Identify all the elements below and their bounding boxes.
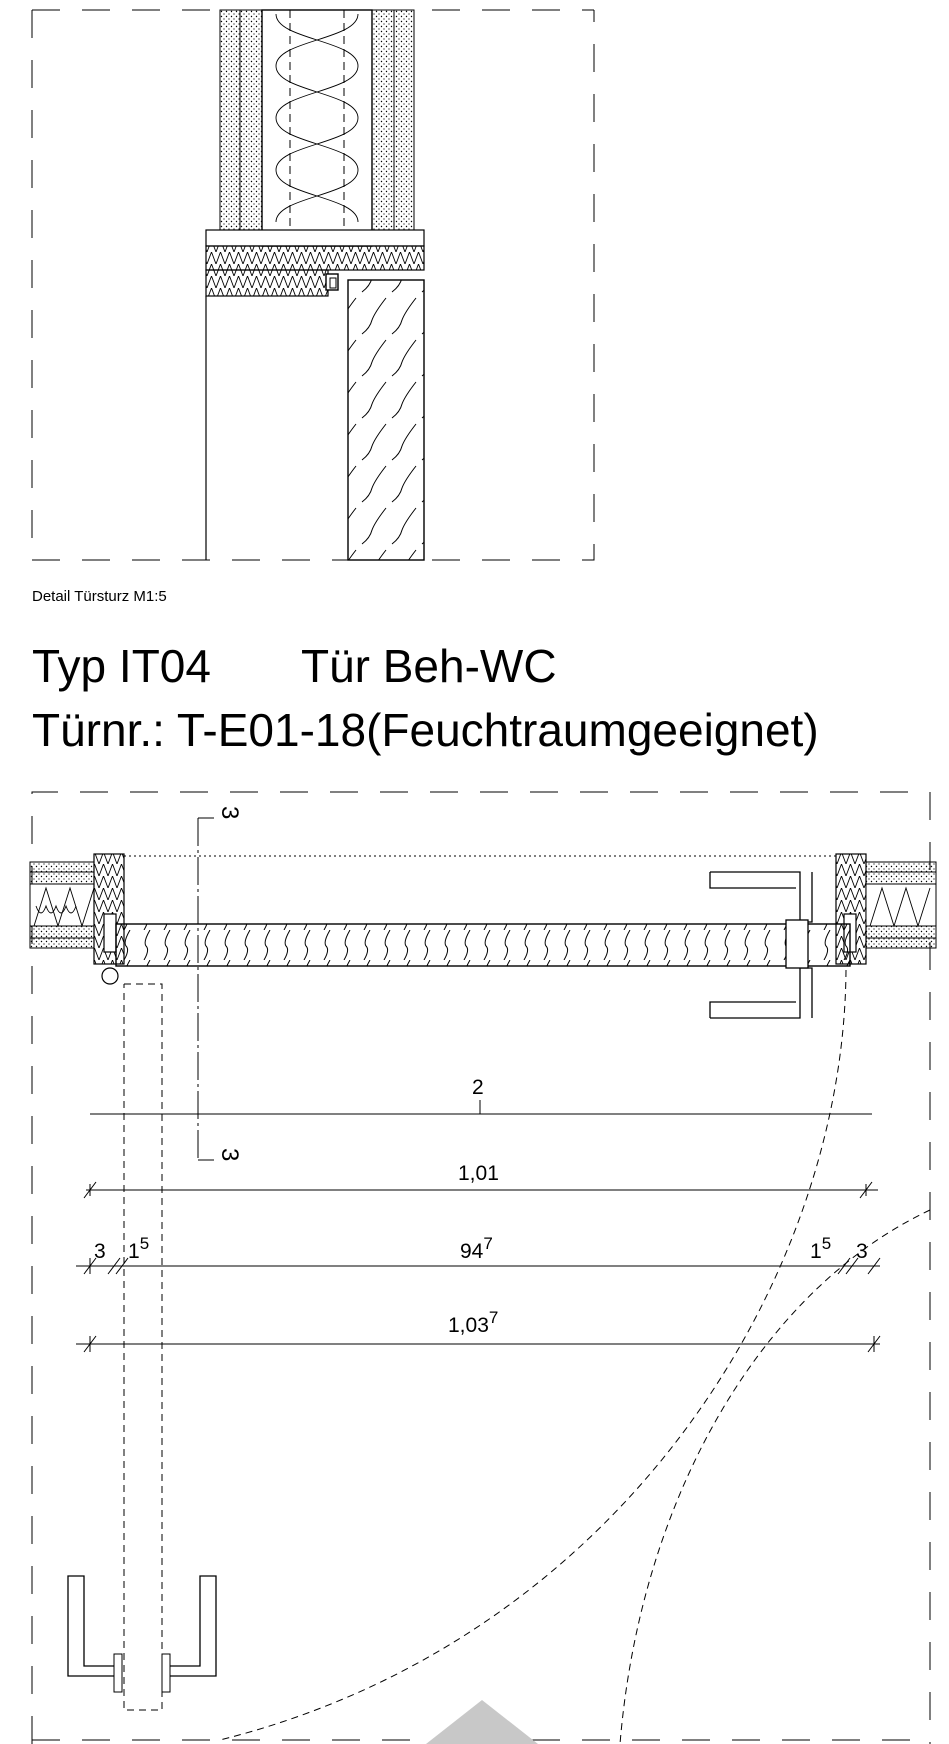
door-number-title: Türnr.: T-E01-18(Feuchtraumgeeignet) [32, 704, 819, 756]
scroll-up-indicator[interactable] [426, 1700, 538, 1744]
dim-sup: 7 [489, 1308, 498, 1327]
dim-label-1-01: 1,01 [458, 1162, 499, 1185]
dim-sup: 5 [822, 1234, 831, 1253]
dim-base: 1,03 [448, 1314, 489, 1337]
dim-base: 1 [128, 1240, 140, 1263]
dim-label-1-03-7: 1,037 [448, 1308, 498, 1337]
dim-label-1-5-left: 15 [128, 1234, 149, 1263]
dim-label-1-5-right: 15 [810, 1234, 831, 1263]
section-marker-top: 3 [216, 806, 243, 819]
dim-base: 94 [460, 1240, 484, 1263]
dim-label-2: 2 [472, 1076, 484, 1099]
dim-sup: 5 [140, 1234, 149, 1253]
door-type: Typ IT04 [32, 640, 211, 692]
door-type-title: Typ IT04 Tür Beh-WC [32, 640, 557, 692]
dim-label-3-left: 3 [94, 1240, 106, 1263]
dim-label-3-right: 3 [856, 1240, 868, 1263]
detail-tuersturz [31, 9, 595, 561]
detail-caption: Detail Türsturz M1:5 [32, 588, 167, 605]
dim-sup: 7 [483, 1234, 492, 1253]
dim-base: 1 [810, 1240, 822, 1263]
door-description: Tür Beh-WC [300, 640, 557, 692]
section-marker-bottom: 3 [216, 1148, 243, 1161]
plan-view [29, 791, 937, 1744]
dim-label-94-7: 947 [460, 1234, 493, 1263]
